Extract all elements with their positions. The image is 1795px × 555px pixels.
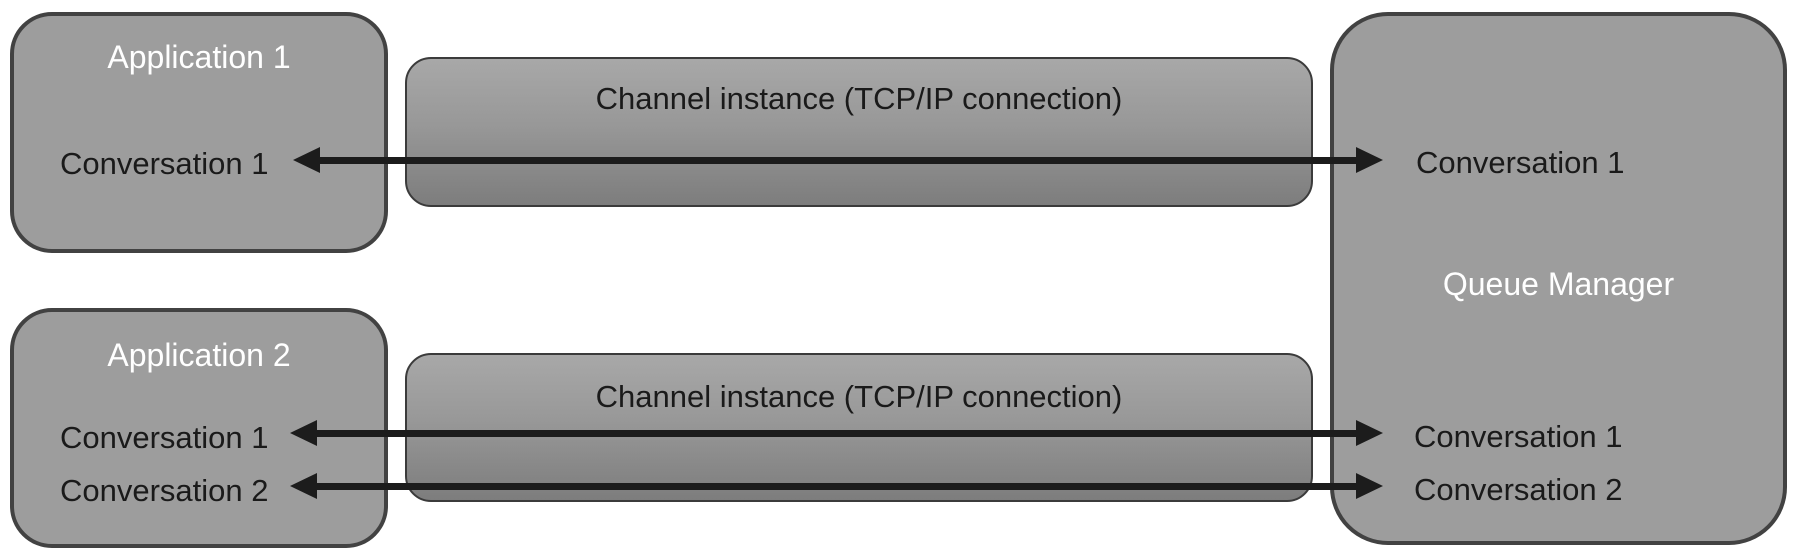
conversation-1-arrow: [293, 146, 1383, 174]
arrow-shaft: [309, 157, 1367, 164]
application-1-box: Application 1 Conversation 1: [10, 12, 388, 253]
application-2-conversation-2-label: Conversation 2: [60, 473, 269, 508]
arrowhead-right-icon: [1356, 147, 1383, 173]
application-2-title: Application 2: [107, 337, 291, 373]
queue-manager-bottom-conversation-1-label: Conversation 1: [1414, 419, 1623, 454]
arrowhead-right-icon: [1356, 473, 1383, 499]
application-1-title: Application 1: [107, 39, 291, 75]
conversation-3-arrow: [290, 472, 1383, 500]
queue-manager-title: Queue Manager: [1442, 266, 1675, 302]
application-2-conversation-1-label: Conversation 1: [60, 420, 269, 455]
application-2-box: Application 2 Conversation 1 Conversatio…: [10, 308, 388, 548]
channel-instance-1-box: Channel instance (TCP/IP connection): [405, 57, 1313, 207]
arrow-shaft: [306, 430, 1367, 437]
queue-manager-top-conversation-1-label: Conversation 1: [1416, 145, 1625, 180]
conversation-2-arrow: [290, 419, 1383, 447]
queue-manager-box: Conversation 1 Queue Manager Conversatio…: [1330, 12, 1787, 545]
channel-instance-2-label: Channel instance (TCP/IP connection): [595, 379, 1123, 414]
arrowhead-right-icon: [1356, 420, 1383, 446]
channel-instance-2-box: Channel instance (TCP/IP connection): [405, 353, 1313, 502]
queue-manager-bottom-conversation-2-label: Conversation 2: [1414, 472, 1623, 507]
channel-instance-1-label: Channel instance (TCP/IP connection): [595, 81, 1123, 116]
arrow-shaft: [306, 483, 1367, 490]
application-1-conversation-1-label: Conversation 1: [60, 146, 269, 181]
